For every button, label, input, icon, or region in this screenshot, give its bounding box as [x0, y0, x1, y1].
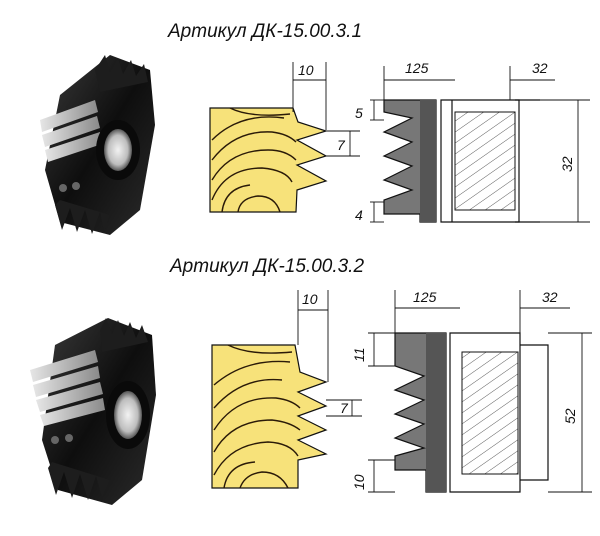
product-1-dim-profile-depth: 10	[298, 62, 314, 78]
product-2-wood-dims: 10 7	[297, 290, 362, 417]
product-2-dim-bore: 32	[542, 289, 558, 305]
product-2-dim-top-edge: 11	[351, 347, 367, 362]
product-2: Артикул ДК-15.00.3.2	[30, 256, 592, 505]
product-2-dim-pitch: 7	[340, 400, 349, 416]
product-1-cutter-photo	[40, 55, 155, 235]
product-1-dim-height: 32	[559, 156, 575, 172]
product-2-title: Артикул ДК-15.00.3.2	[169, 256, 364, 277]
product-1-dim-diameter: 125	[405, 60, 429, 76]
product-1-dim-bottom-edge: 4	[355, 207, 363, 223]
product-2-wood-profile	[211, 344, 328, 489]
product-1-title: Артикул ДК-15.00.3.1	[167, 21, 362, 42]
product-2-dim-profile-depth: 10	[302, 291, 318, 307]
product-1-cutter-section: 5 4 125 32 32	[355, 60, 590, 223]
product-1-dim-pitch: 7	[337, 137, 346, 153]
product-2-dim-height: 52	[562, 408, 578, 424]
product-2-dim-bottom-edge: 10	[351, 474, 367, 490]
product-2-cutter-section: 11 10 125 32 52	[351, 289, 592, 493]
product-1-dim-top-edge: 5	[355, 105, 363, 121]
product-2-dim-diameter: 125	[413, 289, 437, 305]
product-1: Артикул ДК-15.00.3.1	[40, 21, 590, 235]
product-1-wood-dims: 10 7	[292, 62, 360, 157]
product-1-dim-bore: 32	[532, 60, 548, 76]
product-2-cutter-photo	[30, 318, 156, 505]
product-1-wood-profile	[209, 107, 328, 213]
